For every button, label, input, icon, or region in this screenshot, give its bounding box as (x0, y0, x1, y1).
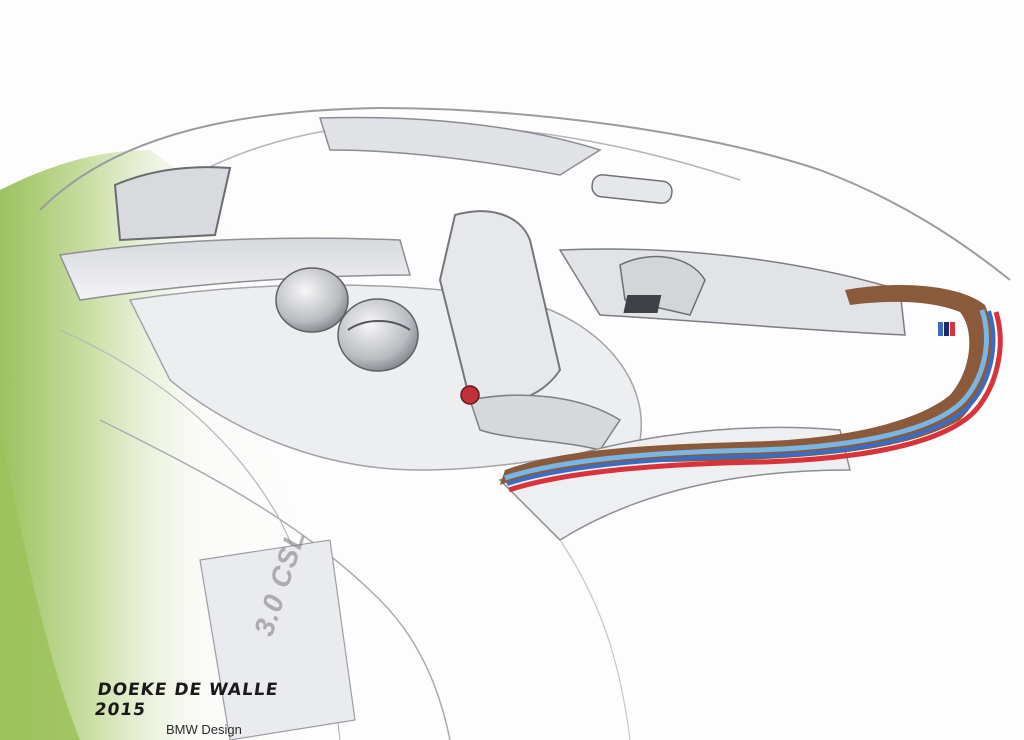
sketch-line (559, 539, 631, 740)
stripe-red (508, 311, 1003, 493)
stripe-blue (506, 310, 996, 486)
sketch-line (99, 419, 451, 740)
roof-outline (39, 106, 1011, 281)
artist-credit: DOEKE DE WALLE 2015 BMW Design (93, 680, 316, 737)
trim-brown (500, 285, 992, 485)
m-badge-red (950, 322, 955, 336)
helmet-front (337, 298, 419, 372)
rear-window (113, 166, 232, 242)
body-lower-green (0, 430, 80, 740)
helmet-visor (347, 320, 411, 331)
roof-window (318, 116, 602, 176)
helmet-rear (275, 267, 349, 333)
gear-shifter (460, 385, 480, 405)
rear-view-mirror (591, 174, 673, 204)
seat-cushion (469, 394, 622, 451)
sketch-line (199, 539, 356, 740)
stripe-light-blue (504, 309, 989, 481)
m-badge-navy (944, 322, 949, 336)
m-badge-blue (938, 322, 943, 336)
dash-vent (623, 295, 662, 313)
artist-signature: DOEKE DE WALLE 2015 (93, 680, 280, 720)
brand-label: BMW Design (166, 722, 242, 737)
rear-shelf (58, 237, 411, 301)
